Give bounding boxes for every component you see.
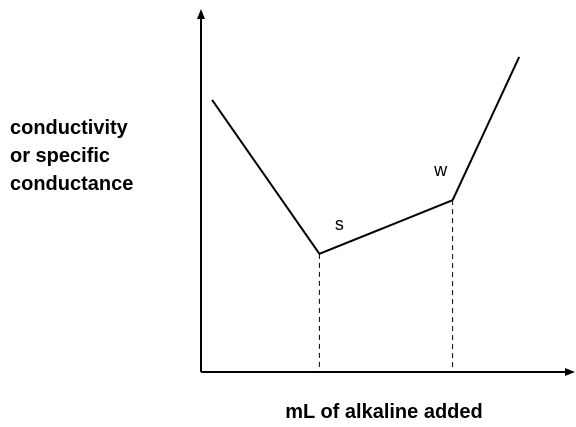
series-lines: [211, 56, 521, 255]
x-axis-label: mL of alkaline added: [285, 401, 482, 423]
point-label-s: s: [335, 214, 344, 234]
series-0-segment-1: [319, 199, 453, 255]
y-axis-label: conductivity or specific conductance: [10, 117, 133, 195]
y-axis-label-line-2: or specific: [10, 145, 110, 167]
y-axis-label-line-1: conductivity: [10, 117, 129, 139]
y-axis-label-line-3: conductance: [10, 173, 133, 195]
series-0-segment-2: [451, 56, 521, 201]
series-0-segment-0: [211, 99, 321, 255]
drop-lines: [318, 200, 454, 372]
point-labels: sw: [335, 160, 448, 234]
point-label-w: w: [433, 160, 448, 180]
